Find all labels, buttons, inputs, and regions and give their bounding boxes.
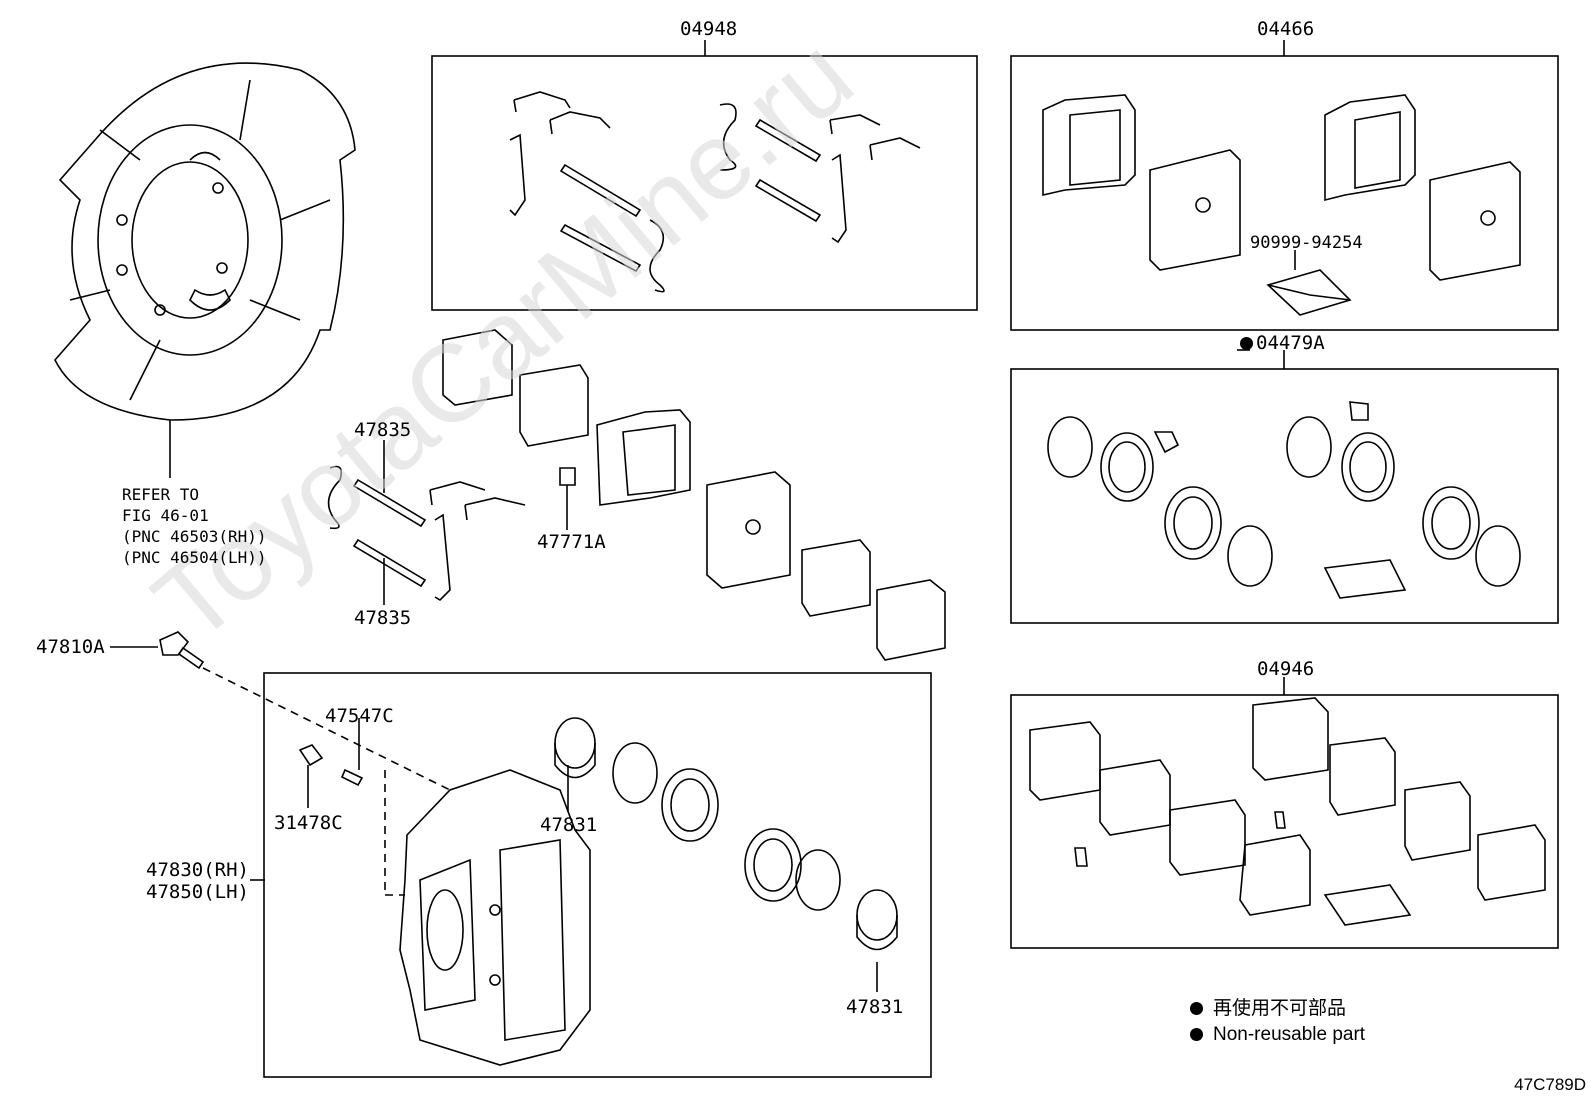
label-kit-04479a-text: 04479A: [1256, 332, 1325, 354]
label-caliper-lh: 47850(LH): [146, 881, 249, 903]
label-pin-lower: 47835: [354, 607, 412, 629]
refer-line-4: (PNC 46504(LH)): [122, 548, 267, 567]
label-piston-lower: 47831: [846, 996, 904, 1018]
label-part-90999: 90999-94254: [1250, 233, 1363, 253]
legend-dot-icon: [1190, 1028, 1203, 1041]
legend-en: Non-reusable part: [1190, 1024, 1365, 1046]
shim-kit-04946-art: [1029, 697, 1546, 926]
piston-seal-art: [554, 717, 898, 951]
non-reusable-dot-icon: [1240, 337, 1253, 350]
legend-en-text: Non-reusable part: [1213, 1024, 1366, 1045]
clip-kit-04948-art: [509, 91, 921, 293]
caliper-box: [263, 672, 932, 1078]
refer-line-2: FIG 46-01: [122, 506, 209, 525]
caliper-art: [399, 769, 591, 1066]
legend-dot-icon: [1190, 1002, 1203, 1015]
bolt-art: [159, 631, 205, 670]
label-bleeder-47547c: 47547C: [325, 705, 394, 727]
dust-shield: [54, 62, 356, 421]
drawing-code: 47C789D: [1514, 1075, 1586, 1094]
pad-kit-04466-art: [1042, 94, 1521, 316]
label-kit-04466: 04466: [1257, 18, 1315, 40]
label-pin-upper: 47835: [354, 419, 412, 441]
legend-cn: 再使用不可部品: [1190, 998, 1346, 1020]
kit-box-04479a: [1010, 368, 1559, 624]
label-cap-31478c: 31478C: [274, 812, 343, 834]
label-sensor-47771a: 47771A: [537, 531, 606, 553]
pin-clip-art: [327, 465, 526, 602]
label-caliper-rh: 47830(RH): [146, 859, 249, 881]
refer-line-3: (PNC 46503(RH)): [122, 527, 267, 546]
bleeder-art: [298, 744, 364, 787]
seal-kit-04479a-art: [1047, 401, 1521, 599]
label-kit-04948: 04948: [680, 18, 738, 40]
pad-assembly-art: [442, 329, 946, 661]
label-bolt-47810a: 47810A: [36, 636, 105, 658]
refer-line-1: REFER TO: [122, 485, 200, 504]
label-kit-04479a: 04479A: [1240, 333, 1325, 353]
label-kit-04946: 04946: [1257, 658, 1315, 680]
label-piston-upper: 47831: [540, 814, 598, 836]
legend-cn-text: 再使用不可部品: [1213, 998, 1347, 1019]
